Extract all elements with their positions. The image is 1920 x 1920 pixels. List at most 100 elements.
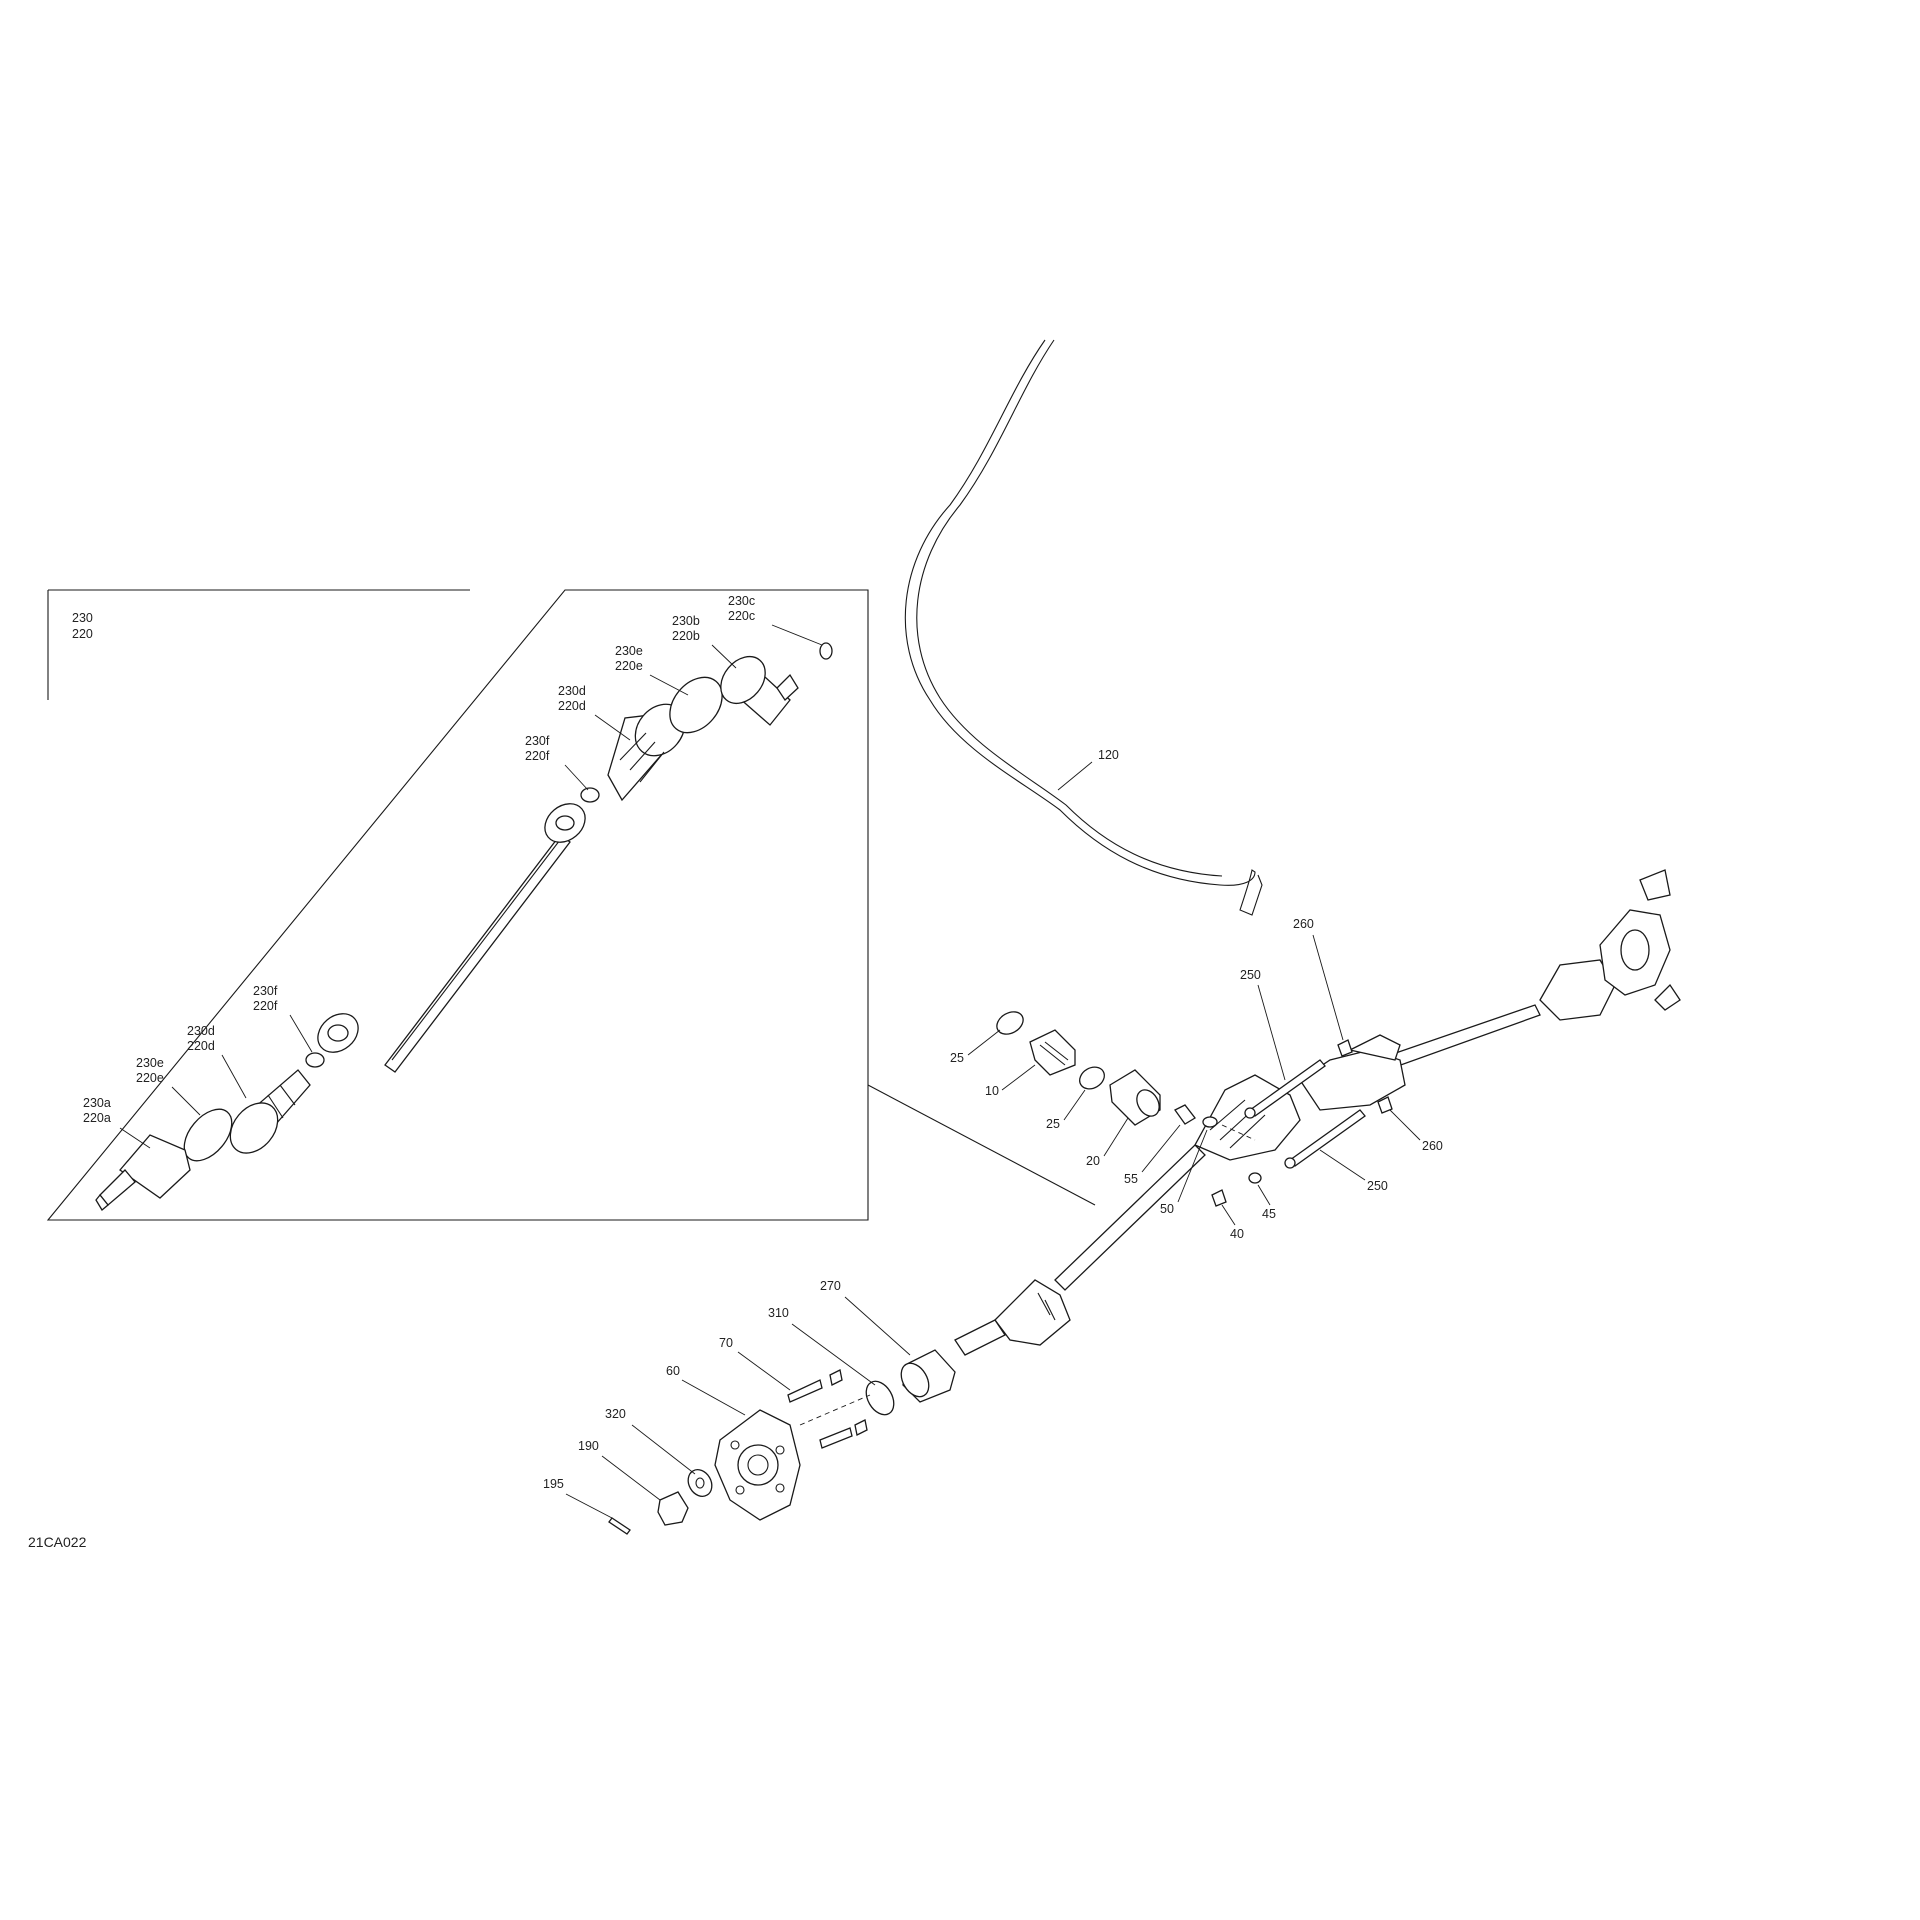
inset-label-c: 230c 220c <box>728 594 823 646</box>
inset-label-f-bottom: 230f 220f <box>253 984 313 1053</box>
svg-text:230c: 230c <box>728 594 755 608</box>
inset-axle-shaft <box>384 834 571 1073</box>
svg-text:220d: 220d <box>558 699 586 713</box>
axis-line-diff <box>1221 1124 1256 1141</box>
callout-55: 55 <box>1124 1124 1181 1186</box>
hub-60 <box>714 1409 801 1521</box>
bolt-250-top <box>1244 1059 1326 1119</box>
inset-spider-top <box>544 803 586 843</box>
svg-text:220b: 220b <box>672 629 700 643</box>
svg-text:230e: 230e <box>136 1056 164 1070</box>
inset-label-e-bottom: 230e 220e <box>136 1056 201 1116</box>
svg-text:10: 10 <box>985 1084 999 1098</box>
nut-260-bottom <box>1377 1096 1393 1114</box>
inset-circlip-f-bottom <box>305 1052 325 1068</box>
callout-190: 190 <box>578 1439 661 1501</box>
nut-190 <box>657 1491 689 1526</box>
main-axle-shaft <box>1054 1004 1541 1291</box>
inset-spider-bottom <box>317 1013 359 1053</box>
inset-housing-b <box>720 655 799 726</box>
inset-label-e-top: 230e 220e <box>615 644 689 696</box>
hose-120 <box>904 339 1263 916</box>
svg-text:190: 190 <box>578 1439 599 1453</box>
callout-120: 120 <box>1057 748 1119 791</box>
inset-label-d-top: 230d 220d <box>558 684 631 741</box>
main-cv-joint-outer <box>954 1279 1071 1356</box>
svg-text:220e: 220e <box>136 1071 164 1085</box>
callout-250-top: 250 <box>1240 968 1286 1081</box>
svg-text:320: 320 <box>605 1407 626 1421</box>
callout-70: 70 <box>719 1336 791 1391</box>
callout-270: 270 <box>820 1279 911 1356</box>
svg-text:70: 70 <box>719 1336 733 1350</box>
svg-text:230f: 230f <box>253 984 278 998</box>
svg-text:230: 230 <box>72 611 93 625</box>
svg-text:310: 310 <box>768 1306 789 1320</box>
inset-label-a: 230a 220a <box>83 1096 151 1149</box>
svg-text:230d: 230d <box>558 684 586 698</box>
main-cv-joint-inner <box>1194 1034 1406 1161</box>
inset-boot-bottom <box>229 1069 311 1154</box>
svg-text:25: 25 <box>1046 1117 1060 1131</box>
svg-text:260: 260 <box>1293 917 1314 931</box>
axis-line-hub <box>799 1394 871 1426</box>
svg-text:120: 120 <box>1098 748 1119 762</box>
svg-text:270: 270 <box>820 1279 841 1293</box>
inset-label-f-top: 230f 220f <box>525 734 589 791</box>
callout-310: 310 <box>768 1306 876 1386</box>
sleeve-20 <box>1109 1069 1161 1126</box>
svg-text:260: 260 <box>1422 1139 1443 1153</box>
svg-text:220f: 220f <box>253 999 278 1013</box>
inset-cv-joint-a <box>95 1134 191 1211</box>
svg-text:60: 60 <box>666 1364 680 1378</box>
callout-60: 60 <box>666 1364 746 1416</box>
inset-clamp-e-bottom <box>183 1108 233 1162</box>
callout-45: 45 <box>1257 1184 1276 1221</box>
svg-text:230d: 230d <box>187 1024 215 1038</box>
inset-frame <box>46 589 869 1221</box>
inset-label-b: 230b 220b <box>672 614 737 669</box>
callout-10: 10 <box>985 1064 1036 1098</box>
svg-text:230f: 230f <box>525 734 550 748</box>
studs-70 <box>787 1369 868 1449</box>
inset-header-label: 230 220 <box>72 611 93 641</box>
svg-text:220: 220 <box>72 627 93 641</box>
circlip-310 <box>865 1380 895 1416</box>
inset-clamp-e-top <box>669 676 723 734</box>
svg-text:25: 25 <box>950 1051 964 1065</box>
svg-text:220d: 220d <box>187 1039 215 1053</box>
nut-40 <box>1211 1189 1227 1207</box>
svg-text:220e: 220e <box>615 659 643 673</box>
svg-text:220c: 220c <box>728 609 755 623</box>
svg-text:250: 250 <box>1367 1179 1388 1193</box>
hose-120-outline <box>916 339 1223 877</box>
washer-50 <box>1202 1116 1218 1128</box>
callout-40: 40 <box>1221 1204 1244 1241</box>
washer-45 <box>1248 1172 1262 1184</box>
bearing-270 <box>900 1349 956 1403</box>
pin-195 <box>608 1517 631 1535</box>
svg-text:230e: 230e <box>615 644 643 658</box>
svg-text:50: 50 <box>1160 1202 1174 1216</box>
callout-250-bottom: 250 <box>1319 1149 1388 1193</box>
inset-circlip-f-top <box>580 787 600 803</box>
washer-320 <box>687 1469 713 1497</box>
nut-260-top <box>1337 1039 1353 1057</box>
svg-text:220f: 220f <box>525 749 550 763</box>
inset-label-d-bottom: 230d 220d <box>187 1024 247 1099</box>
callout-195: 195 <box>543 1477 613 1519</box>
figure-code: 21CA022 <box>28 1534 87 1550</box>
pinion-10 <box>1029 1029 1076 1076</box>
callout-25-top: 25 <box>950 1029 1001 1065</box>
callout-260-bottom: 260 <box>1389 1109 1443 1153</box>
svg-text:55: 55 <box>1124 1172 1138 1186</box>
callout-260-top: 260 <box>1293 917 1344 1041</box>
inset-ring-c <box>819 642 833 660</box>
callout-25-bottom: 25 <box>1046 1089 1086 1131</box>
bolt-250-bottom <box>1284 1109 1366 1169</box>
callout-50: 50 <box>1160 1129 1208 1216</box>
svg-text:250: 250 <box>1240 968 1261 982</box>
svg-text:40: 40 <box>1230 1227 1244 1241</box>
svg-text:45: 45 <box>1262 1207 1276 1221</box>
